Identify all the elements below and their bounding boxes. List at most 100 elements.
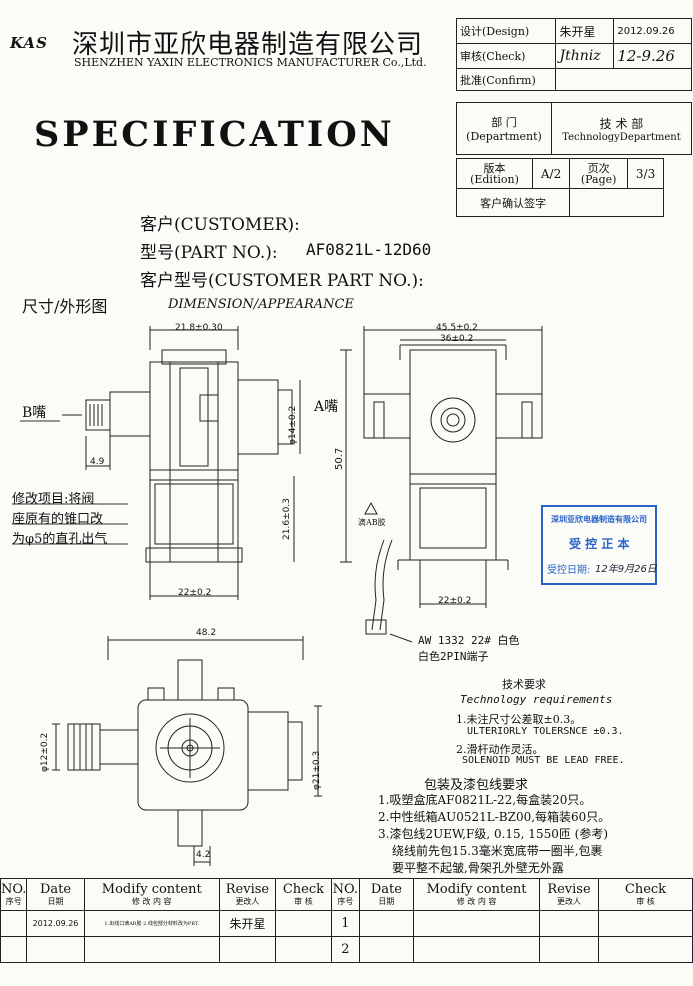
design-name: 朱开星 bbox=[555, 18, 615, 44]
stamp-date-label: 受控日期: bbox=[547, 565, 591, 576]
check-signature: Jthniz bbox=[555, 43, 615, 69]
dim-22-left: 22±0.2 bbox=[178, 588, 212, 598]
cell-revise-left-2 bbox=[218, 936, 276, 963]
edition-label-en: (Edition) bbox=[470, 172, 519, 186]
cell-check-left-1 bbox=[274, 910, 332, 937]
cell-modify-left-2 bbox=[83, 936, 220, 963]
dim-height: 50.7 bbox=[334, 447, 345, 470]
dim-right-inner: 36±0.2 bbox=[440, 334, 474, 344]
dept-value-cn: 技 术 部 bbox=[599, 116, 644, 131]
customer-label: 客户(CUSTOMER): bbox=[140, 215, 300, 235]
approval-table: 设计(Design) 朱开星 2012.09.26 审核(Check) Jthn… bbox=[455, 18, 692, 91]
dept-label-en: (Department) bbox=[466, 130, 542, 143]
packing-item3: 3.漆包线2UEW,F级, 0.15, 1550匝 (参考) bbox=[378, 827, 609, 841]
dimension-drawing bbox=[12, 326, 543, 866]
front-view bbox=[62, 326, 352, 600]
tech-item2-cn: 2.滑杆动作灵活。 bbox=[456, 743, 544, 756]
dim-dia21: φ21±0.3 bbox=[312, 750, 322, 790]
edition-label-cn: 版本 bbox=[483, 161, 506, 175]
cell-date-left-2 bbox=[26, 936, 85, 963]
top-view bbox=[52, 636, 322, 866]
confirm-label: 批准(Confirm) bbox=[455, 68, 557, 91]
edition-value: A/2 bbox=[531, 158, 571, 189]
dim-dia12: φ12±0.2 bbox=[40, 732, 50, 772]
spec-title: SPECIFICATION bbox=[34, 114, 395, 155]
col-no-right: NO.序号 bbox=[330, 878, 360, 911]
side-view bbox=[363, 326, 543, 643]
tech-item1-en: ULTERIORLY TOLERSNCE ±0.3. bbox=[467, 726, 624, 737]
check-label: 审核(Check) bbox=[455, 43, 557, 69]
revision-row-1: 2012.09.26 1.出线口滴AB胶 2.线包部分材料改为PBT. 朱开星 … bbox=[0, 910, 693, 937]
wire-spec-1: AW 1332 22# 白色 bbox=[418, 634, 520, 647]
company-logo: KAS bbox=[10, 34, 48, 52]
edition-label: 版本 (Edition) bbox=[456, 158, 533, 189]
stamp-date-value: 12年9月26日 bbox=[595, 564, 657, 575]
dept-label-cell: 部 门 (Department) bbox=[456, 102, 552, 155]
cell-check-left-2 bbox=[274, 936, 332, 963]
customer-sign-label: 客户确认签字 bbox=[455, 188, 571, 217]
revision-row-2: 2 bbox=[0, 936, 693, 963]
design-date: 2012.09.26 bbox=[613, 18, 692, 44]
packing-item3b: 绕线前先包15.3毫米宽底带一圈半,包裹 bbox=[392, 844, 603, 858]
customer-sign-value bbox=[569, 188, 664, 217]
tech-item2-en: SOLENOID MUST BE LEAD FREE. bbox=[462, 755, 625, 766]
tech-title-cn: 技术要求 bbox=[502, 678, 546, 691]
cell-no-right-1: 1 bbox=[330, 910, 360, 937]
packing-title: 包装及漆包线要求 bbox=[424, 778, 529, 793]
modify-note-1: 修改项目:将阀 bbox=[12, 492, 95, 507]
dim-top-width: 21.8±0.30 bbox=[175, 323, 223, 333]
tech-item1-cn: 1.未注尺寸公差取±0.3。 bbox=[456, 713, 582, 726]
edition-table: 版本 (Edition) A/2 页次 (Page) 3/3 客户确认签字 bbox=[455, 158, 664, 217]
dim-dia14: φ14±0.2 bbox=[288, 405, 298, 445]
packing-item3c: 要平整不起皱,骨架孔外壁无外露 bbox=[392, 861, 564, 875]
cell-no-right-2: 2 bbox=[330, 936, 360, 963]
cell-revise-left-1: 朱开星 bbox=[218, 910, 276, 937]
cell-revise-right-2 bbox=[539, 936, 599, 963]
part-value: AF0821L-12D60 bbox=[306, 240, 432, 259]
dept-value-cell: 技 术 部 TechnologyDepartment bbox=[551, 102, 692, 155]
cell-date-right-1 bbox=[358, 910, 415, 937]
cell-no-left-1 bbox=[0, 910, 28, 937]
cell-revise-right-1 bbox=[539, 910, 599, 937]
cell-modify-left-1: 1.出线口滴AB胶 2.线包部分材料改为PBT. bbox=[83, 910, 220, 937]
stamp-company: 深圳亚欣电器制造有限公司 bbox=[551, 515, 647, 524]
cell-no-left-2 bbox=[0, 936, 28, 963]
cell-date-left-1: 2012.09.26 bbox=[26, 910, 85, 937]
dim-21-6: 21.6±0.3 bbox=[282, 498, 292, 540]
company-name-en: SHENZHEN YAXIN ELECTRONICS MANUFACTURER … bbox=[74, 56, 427, 69]
part-label: 型号(PART NO.): bbox=[140, 243, 278, 263]
dim-4-2: 4.2 bbox=[196, 850, 211, 860]
confirm-value bbox=[555, 68, 692, 91]
dim-right-outer: 45.5±0.2 bbox=[436, 323, 478, 333]
dept-label-cn: 部 门 bbox=[491, 116, 517, 129]
glue-label: 滴AB胶 bbox=[358, 518, 386, 527]
label-a-nozzle: A嘴 bbox=[314, 399, 339, 415]
dept-value-en: TechnologyDepartment bbox=[562, 131, 681, 143]
modify-note-3: 为φ5的直孔出气 bbox=[12, 532, 108, 547]
cell-date-right-2 bbox=[358, 936, 415, 963]
section-title-en: DIMENSION/APPEARANCE bbox=[168, 297, 354, 312]
page-label-cn: 页次 bbox=[587, 161, 610, 175]
col-no-left: NO.序号 bbox=[0, 878, 28, 911]
tech-title-en: Technology requirements bbox=[460, 693, 613, 706]
wire-spec-2: 白色2PIN端子 bbox=[418, 650, 489, 663]
cell-check-right-1 bbox=[597, 910, 693, 937]
packing-item2: 2.中性纸箱AU0521L-BZ00,每箱装60只。 bbox=[378, 810, 611, 824]
label-b-nozzle: B嘴 bbox=[22, 405, 47, 421]
modify-note-2: 座原有的锥口改 bbox=[12, 512, 104, 527]
dim-4-9: 4.9 bbox=[90, 457, 105, 467]
cell-check-right-2 bbox=[597, 936, 693, 963]
customer-part-label: 客户型号(CUSTOMER PART NO.): bbox=[140, 271, 424, 291]
company-name-cn: 深圳市亚欣电器制造有限公司 bbox=[72, 30, 424, 60]
page-label: 页次 (Page) bbox=[569, 158, 629, 189]
